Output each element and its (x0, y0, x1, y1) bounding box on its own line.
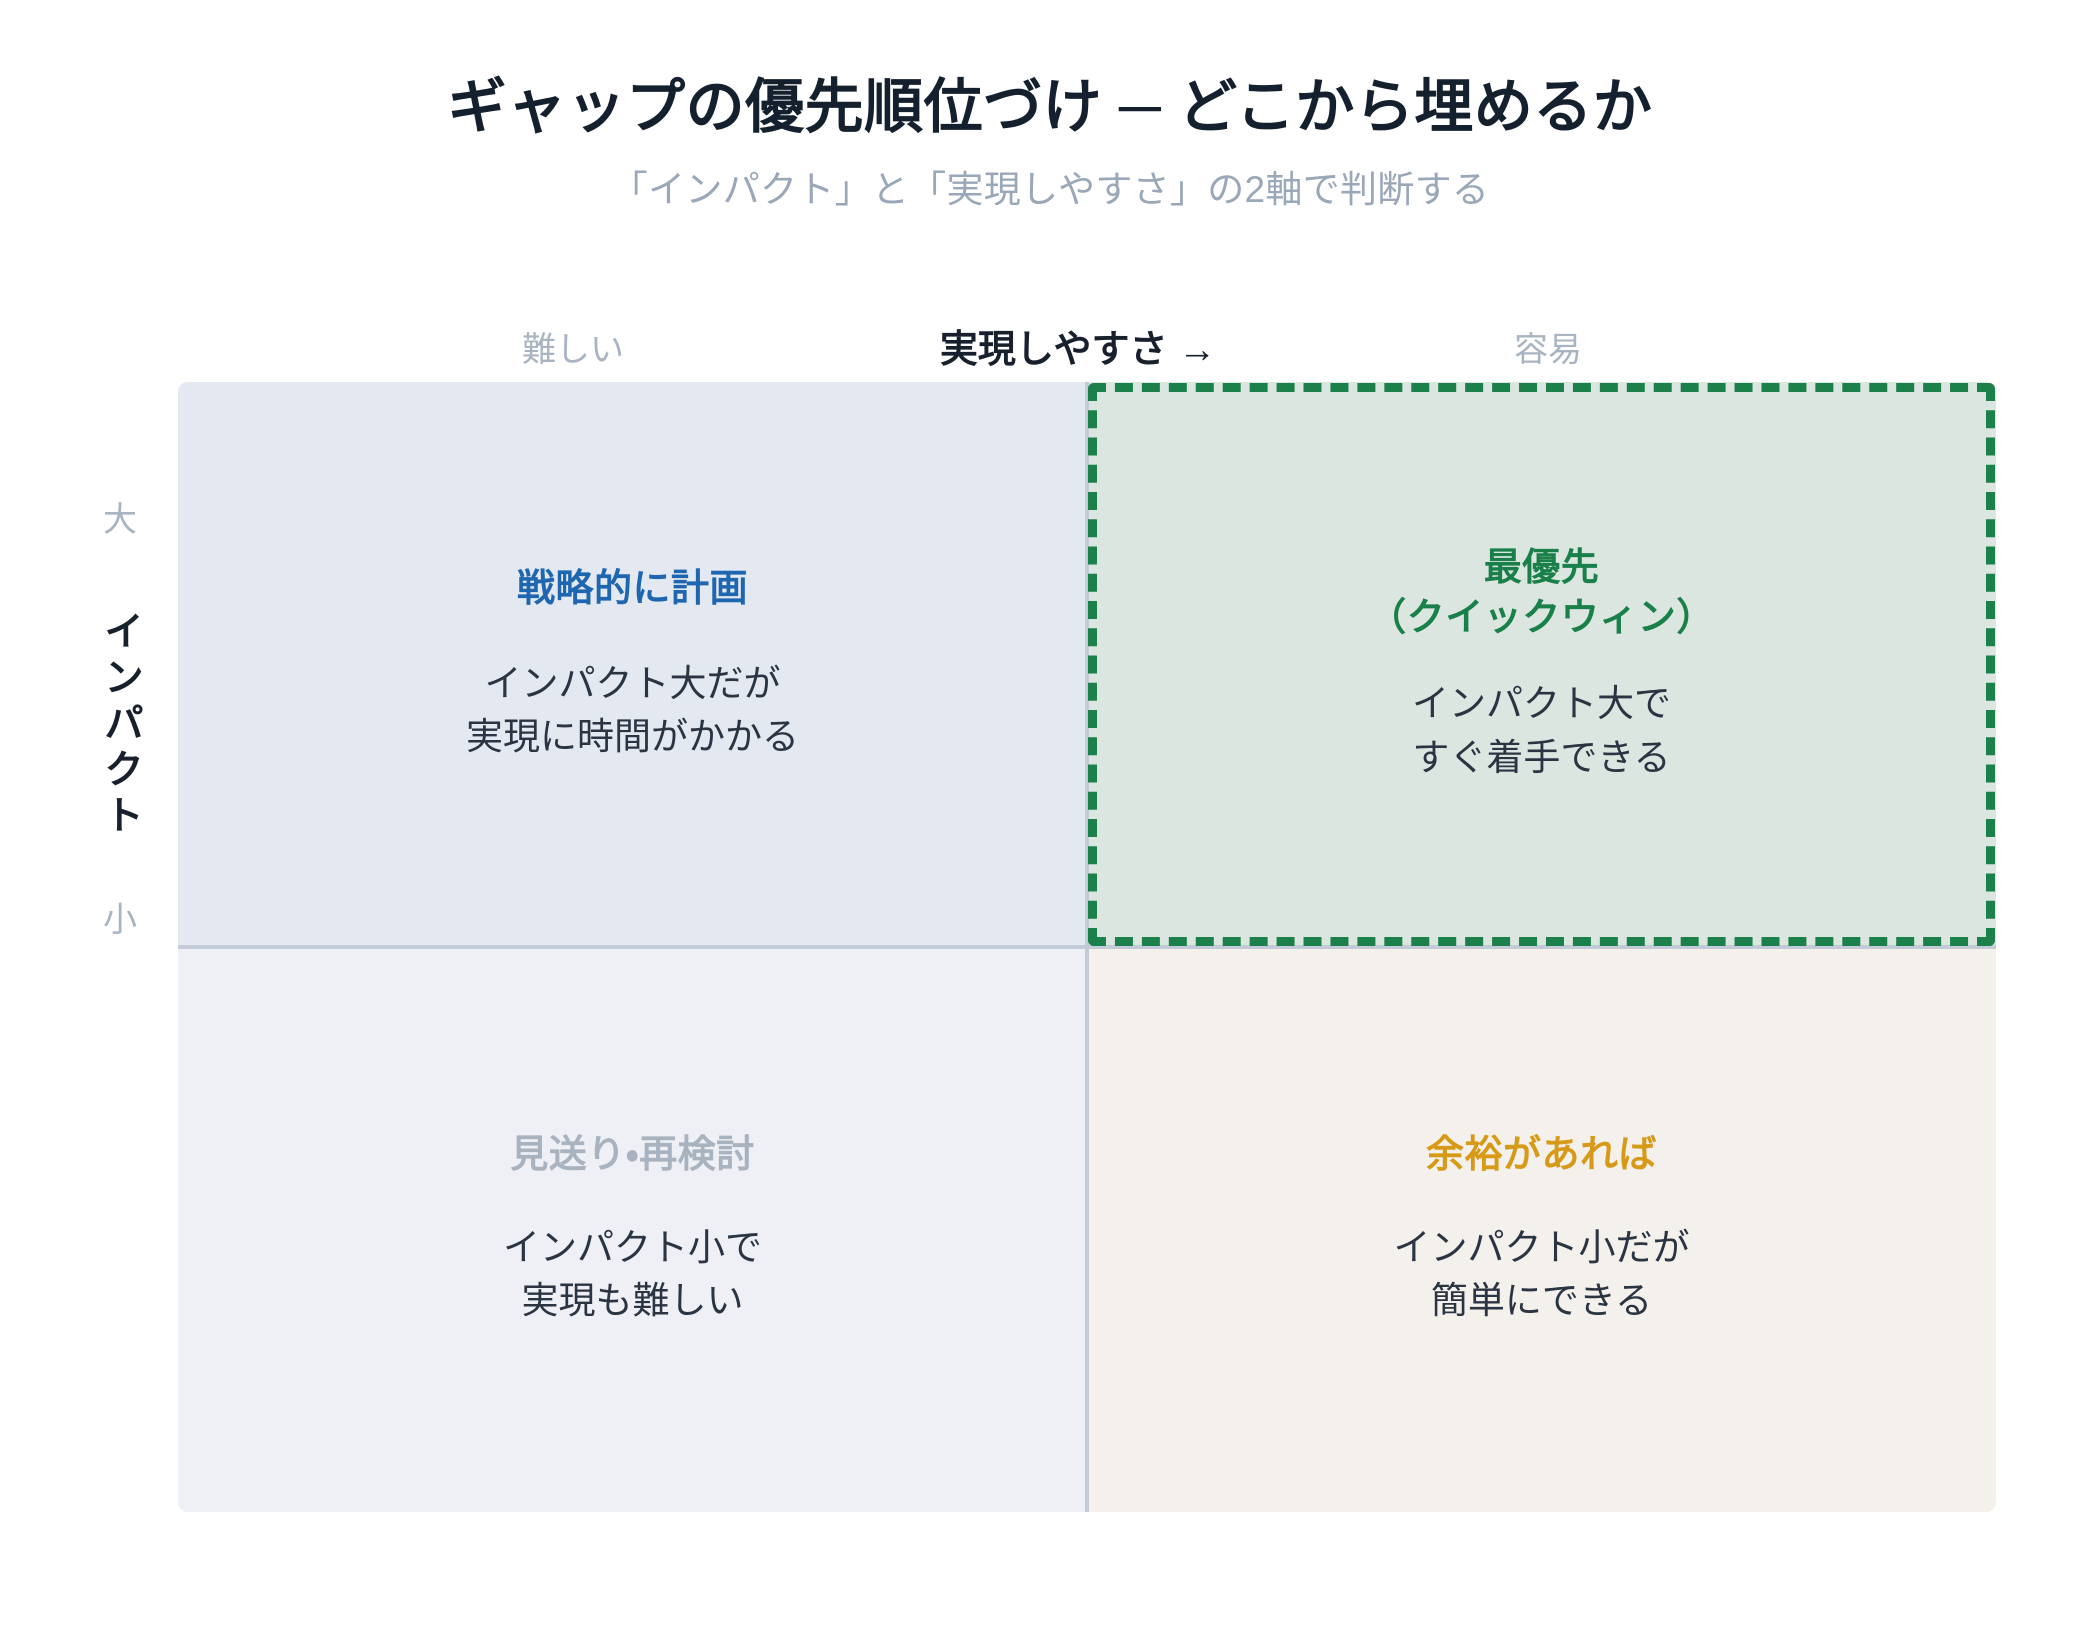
y-axis: 大 インパクト 小 (60, 382, 180, 1512)
quadrant-grid: 戦略的に計画 インパクト大だが 実現に時間がかかる 最優先 （クイックウィン） … (178, 382, 1996, 1512)
quadrant-description: インパクト小で 実現も難しい (503, 1226, 762, 1322)
y-axis-bottom-tick: 小 (103, 901, 137, 939)
quadrant-description: インパクト小だが 簡単にできる (1393, 1226, 1690, 1322)
quadrant-strategic-plan[interactable]: 戦略的に計画 インパクト大だが 実現に時間がかかる (178, 382, 1087, 947)
quadrant-title: 余裕があれば (1425, 1134, 1657, 1177)
y-axis-top-tick: 大 (103, 501, 137, 539)
quadrant-quick-win[interactable]: 最優先 （クイックウィン） インパクト大で すぐ着手できる (1087, 382, 1996, 947)
quadrant-description: インパクト大で すぐ着手できる (1412, 683, 1671, 778)
page-subtitle: 「インパクト」と「実現しやすさ」の2軸で判断する (610, 168, 1490, 210)
page-header: ギャップの優先順位づけ ─ どこから埋めるか 「インパクト」と「実現しやすさ」の… (0, 74, 2100, 212)
x-axis-title: 実現しやすさ → (939, 329, 1217, 371)
quadrant-title: 戦略的に計画 (516, 568, 748, 611)
quadrant-title: 最優先 （クイックウィン） (1368, 547, 1715, 639)
matrix-container: 難しい 実現しやすさ → 容易 戦略的に計画 インパクト大だが 実現に時間がかか… (178, 310, 1996, 1512)
quadrant-if-capacity-allows[interactable]: 余裕があれば インパクト小だが 簡単にできる (1087, 947, 1996, 1512)
x-axis: 難しい 実現しやすさ → 容易 (178, 310, 1996, 382)
quadrant-defer-reconsider[interactable]: 見送り・再検討 インパクト小で 実現も難しい (178, 947, 1087, 1512)
page-title: ギャップの優先順位づけ ─ どこから埋めるか (447, 74, 1653, 140)
y-axis-title: インパクト (98, 610, 142, 840)
quadrant-description: インパクト大だが 実現に時間がかかる (466, 662, 799, 758)
x-axis-left-tick: 難しい (522, 331, 624, 369)
x-axis-right-tick: 容易 (1514, 331, 1582, 369)
quadrant-title: 見送り・再検討 (510, 1134, 755, 1177)
quick-win-highlight-box (1088, 383, 1995, 946)
